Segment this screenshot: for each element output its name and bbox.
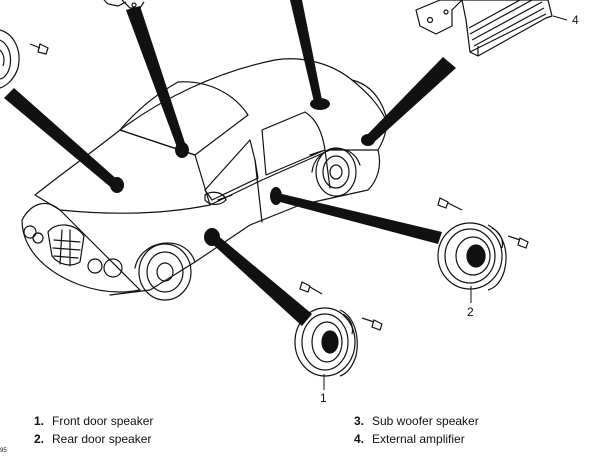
car-roof-outline [119, 58, 386, 131]
car-front-wheel [138, 243, 192, 301]
car-front-door-line [254, 159, 263, 223]
legend-text-2: Rear door speaker [52, 432, 151, 446]
screw-top-left [29, 43, 49, 55]
legend-num-4: 4. [354, 432, 364, 446]
callout-leader-4 [552, 15, 568, 21]
wedge-rear-deck [290, 0, 322, 102]
car-rear-door-handle [309, 150, 323, 156]
bracket-top-center [103, 0, 145, 9]
legend-item-4: 4. External amplifier [354, 432, 465, 446]
car-front-face [21, 202, 141, 291]
legend-text-4: External amplifier [372, 432, 465, 446]
wedge-rear-door-speaker [280, 194, 442, 244]
car-rear-wheel [315, 147, 357, 197]
legend-item-2: 2. Rear door speaker [34, 432, 151, 446]
legend-text-1: Front door speaker [52, 414, 153, 428]
callout-label-2: 2 [467, 305, 474, 319]
car-windshield [119, 81, 249, 156]
legend-text-3: Sub woofer speaker [372, 414, 479, 428]
car-front-bumper [21, 219, 141, 293]
car-headlamp-left-outer [23, 225, 37, 239]
rear-door-speaker-2 [437, 197, 529, 291]
wedge-amplifier [366, 57, 456, 144]
screw-front-door-upper [299, 281, 323, 295]
car-body-side [109, 149, 381, 296]
speaker-mount-points [110, 98, 375, 246]
legend-num-1: 1. [34, 414, 44, 428]
car-headlamp-right-outer [103, 258, 123, 278]
car-headlamp-right-inner [87, 258, 103, 274]
pointer-wedges [4, 0, 456, 326]
car-grille [47, 224, 85, 266]
wedge-front-door-speaker [208, 234, 312, 326]
mount-rear-door [270, 187, 282, 205]
legend: 1. Front door speaker 2. Rear door speak… [34, 414, 479, 446]
wedge-front-left-speaker [4, 88, 120, 190]
front-door-speaker-1 [294, 281, 383, 377]
car-headlamp-left-inner [32, 232, 44, 244]
legend-item-1: 1. Front door speaker [34, 414, 153, 428]
partial-speaker-top-left [0, 29, 49, 89]
legend-item-3: 3. Sub woofer speaker [354, 414, 479, 428]
car-side-mirror [204, 191, 227, 206]
callout-label-1: 1 [320, 391, 327, 405]
car-illustration [21, 58, 388, 301]
legend-num-3: 3. [354, 414, 364, 428]
screw-front-door-lower [361, 317, 383, 331]
screw-rear-door-upper [437, 197, 463, 211]
car-front-side-window [204, 139, 259, 201]
legend-num-2: 2. [34, 432, 44, 446]
screw-rear-door-lower [507, 235, 529, 249]
external-amplifier-4 [415, 0, 553, 57]
wedge-dash-tweeter [126, 6, 186, 150]
car-rear-door-line [324, 149, 331, 189]
figure-code: 95 [0, 448, 7, 454]
callout-label-4: 4 [572, 13, 579, 27]
